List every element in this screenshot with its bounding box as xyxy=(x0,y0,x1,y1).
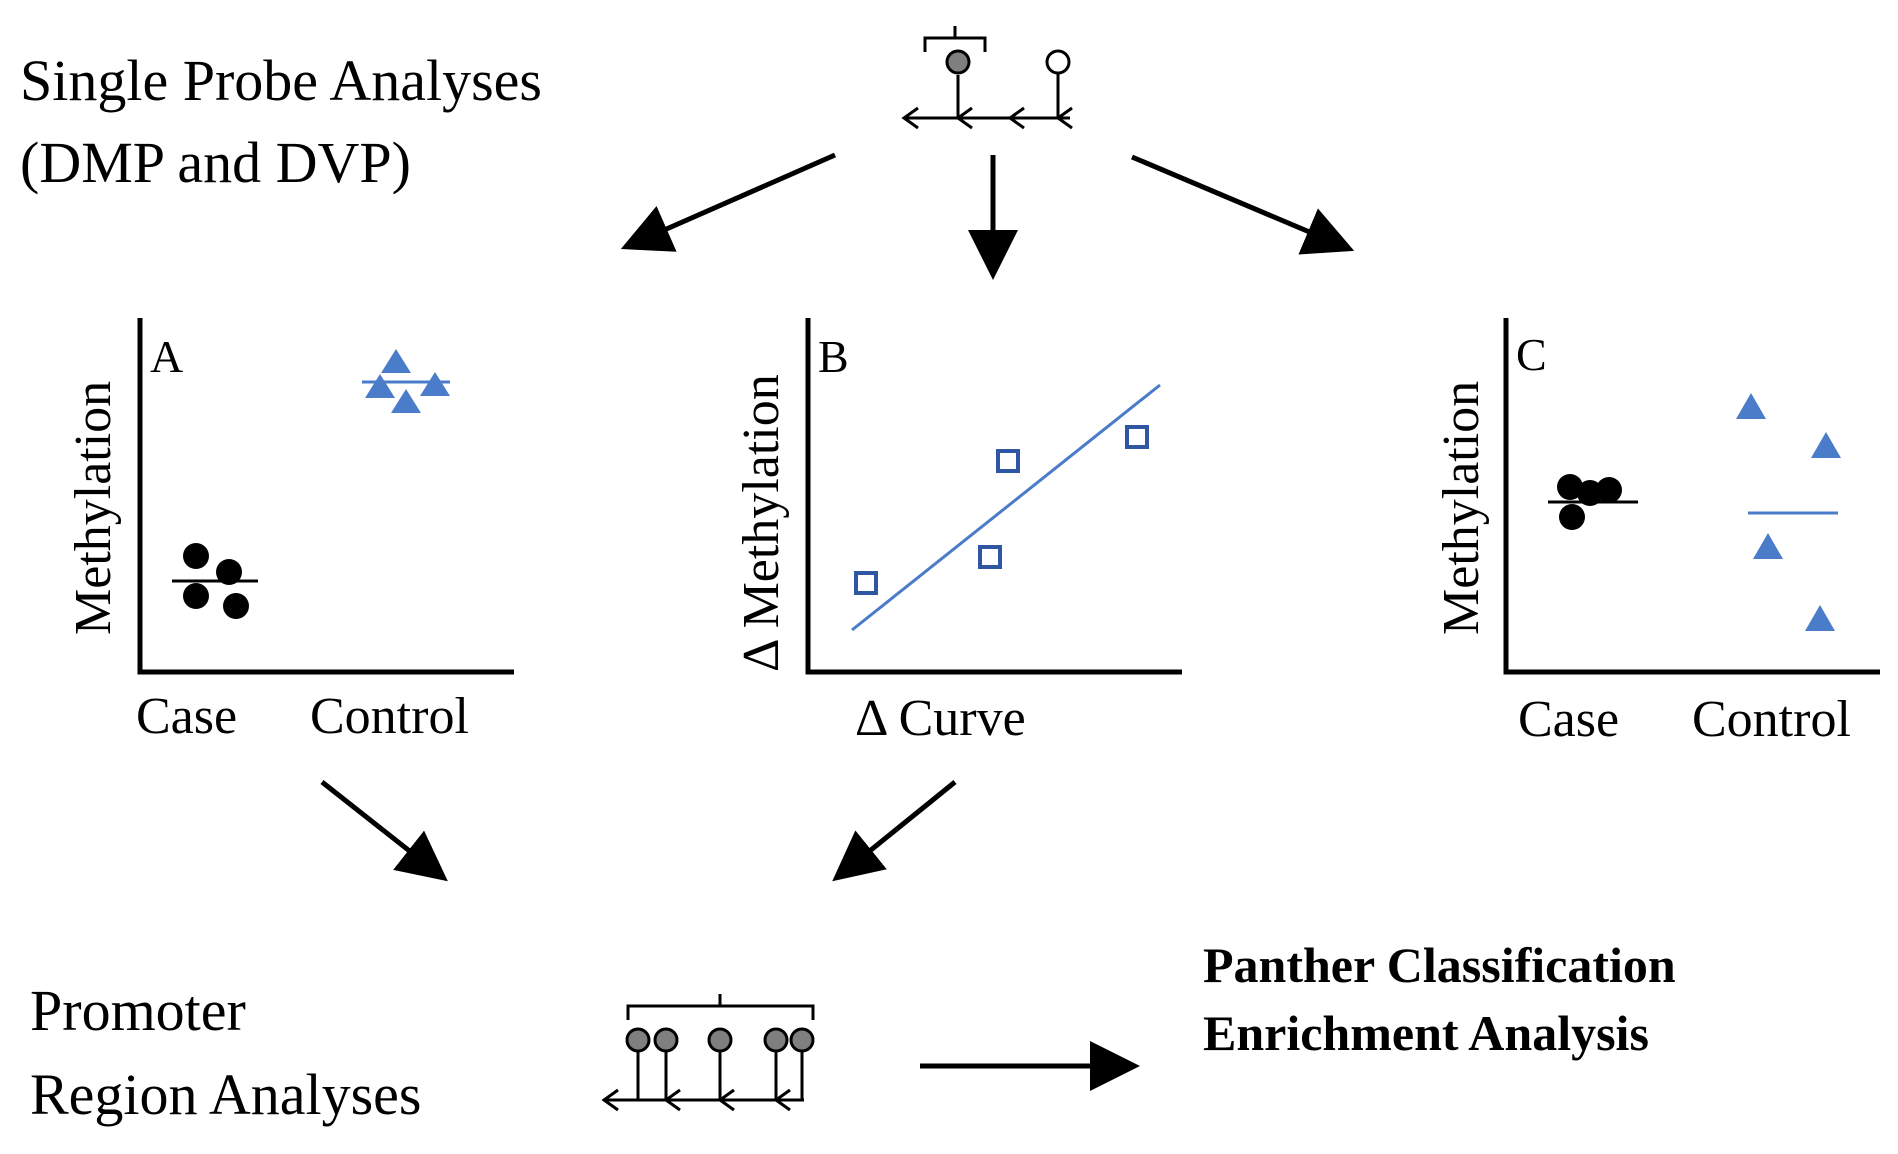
control-point xyxy=(1805,605,1835,631)
arrow-to-panel-c xyxy=(1131,154,1355,255)
panel-a-xlabel-control: Control xyxy=(310,688,469,745)
panel-b: B Δ Methylation Δ Curve xyxy=(733,318,1182,747)
panel-b-axes xyxy=(805,318,1182,675)
case-point xyxy=(223,593,249,619)
case-point xyxy=(216,559,242,585)
case-point xyxy=(1596,477,1622,503)
promoter-line-2: Region Analyses xyxy=(30,1062,421,1127)
control-point xyxy=(1736,393,1766,419)
panther-line-1: Panther Classification xyxy=(1203,937,1676,993)
panel-c-axes xyxy=(1503,318,1880,675)
regression-line xyxy=(851,383,1161,632)
title-line-2: (DMP and DVP) xyxy=(20,130,411,195)
panel-a-xlabel-case: Case xyxy=(136,688,237,745)
data-point xyxy=(978,545,1002,569)
panel-b-xlabel: Δ Curve xyxy=(855,690,1026,747)
panel-b-ylabel: Δ Methylation xyxy=(733,374,790,672)
control-point xyxy=(420,372,450,396)
arrow-b-to-promoter xyxy=(832,780,957,882)
case-point xyxy=(1559,504,1585,530)
data-point xyxy=(996,449,1020,473)
panther-line-2: Enrichment Analysis xyxy=(1203,1005,1649,1061)
control-point xyxy=(391,389,421,413)
panel-a-axes xyxy=(137,318,514,675)
panel-c-letter: C xyxy=(1516,329,1547,380)
data-point xyxy=(1125,425,1149,449)
case-point xyxy=(183,543,209,569)
panel-b-letter: B xyxy=(818,331,849,382)
panel-c: C Methylation Case Control xyxy=(1433,318,1880,748)
control-point xyxy=(365,374,395,398)
panel-c-ylabel: Methylation xyxy=(1433,381,1490,635)
title-line-1: Single Probe Analyses xyxy=(20,48,542,113)
panel-a: A Methylation Case Control xyxy=(65,318,514,745)
control-point xyxy=(381,349,411,373)
control-point xyxy=(1753,533,1783,559)
case-point xyxy=(1557,474,1583,500)
arrow-to-panel-a xyxy=(620,152,837,252)
control-point xyxy=(1811,432,1841,458)
case-point xyxy=(183,583,209,609)
panel-a-letter: A xyxy=(150,331,183,382)
promoter-region-icon xyxy=(601,994,815,1112)
panel-c-xlabel-case: Case xyxy=(1518,691,1619,748)
promoter-line-1: Promoter xyxy=(30,978,246,1043)
single-probe-icon xyxy=(901,26,1073,130)
panel-c-xlabel-control: Control xyxy=(1692,691,1851,748)
data-point xyxy=(854,571,878,595)
arrow-a-to-promoter xyxy=(320,780,448,882)
panel-a-ylabel: Methylation xyxy=(65,381,122,635)
